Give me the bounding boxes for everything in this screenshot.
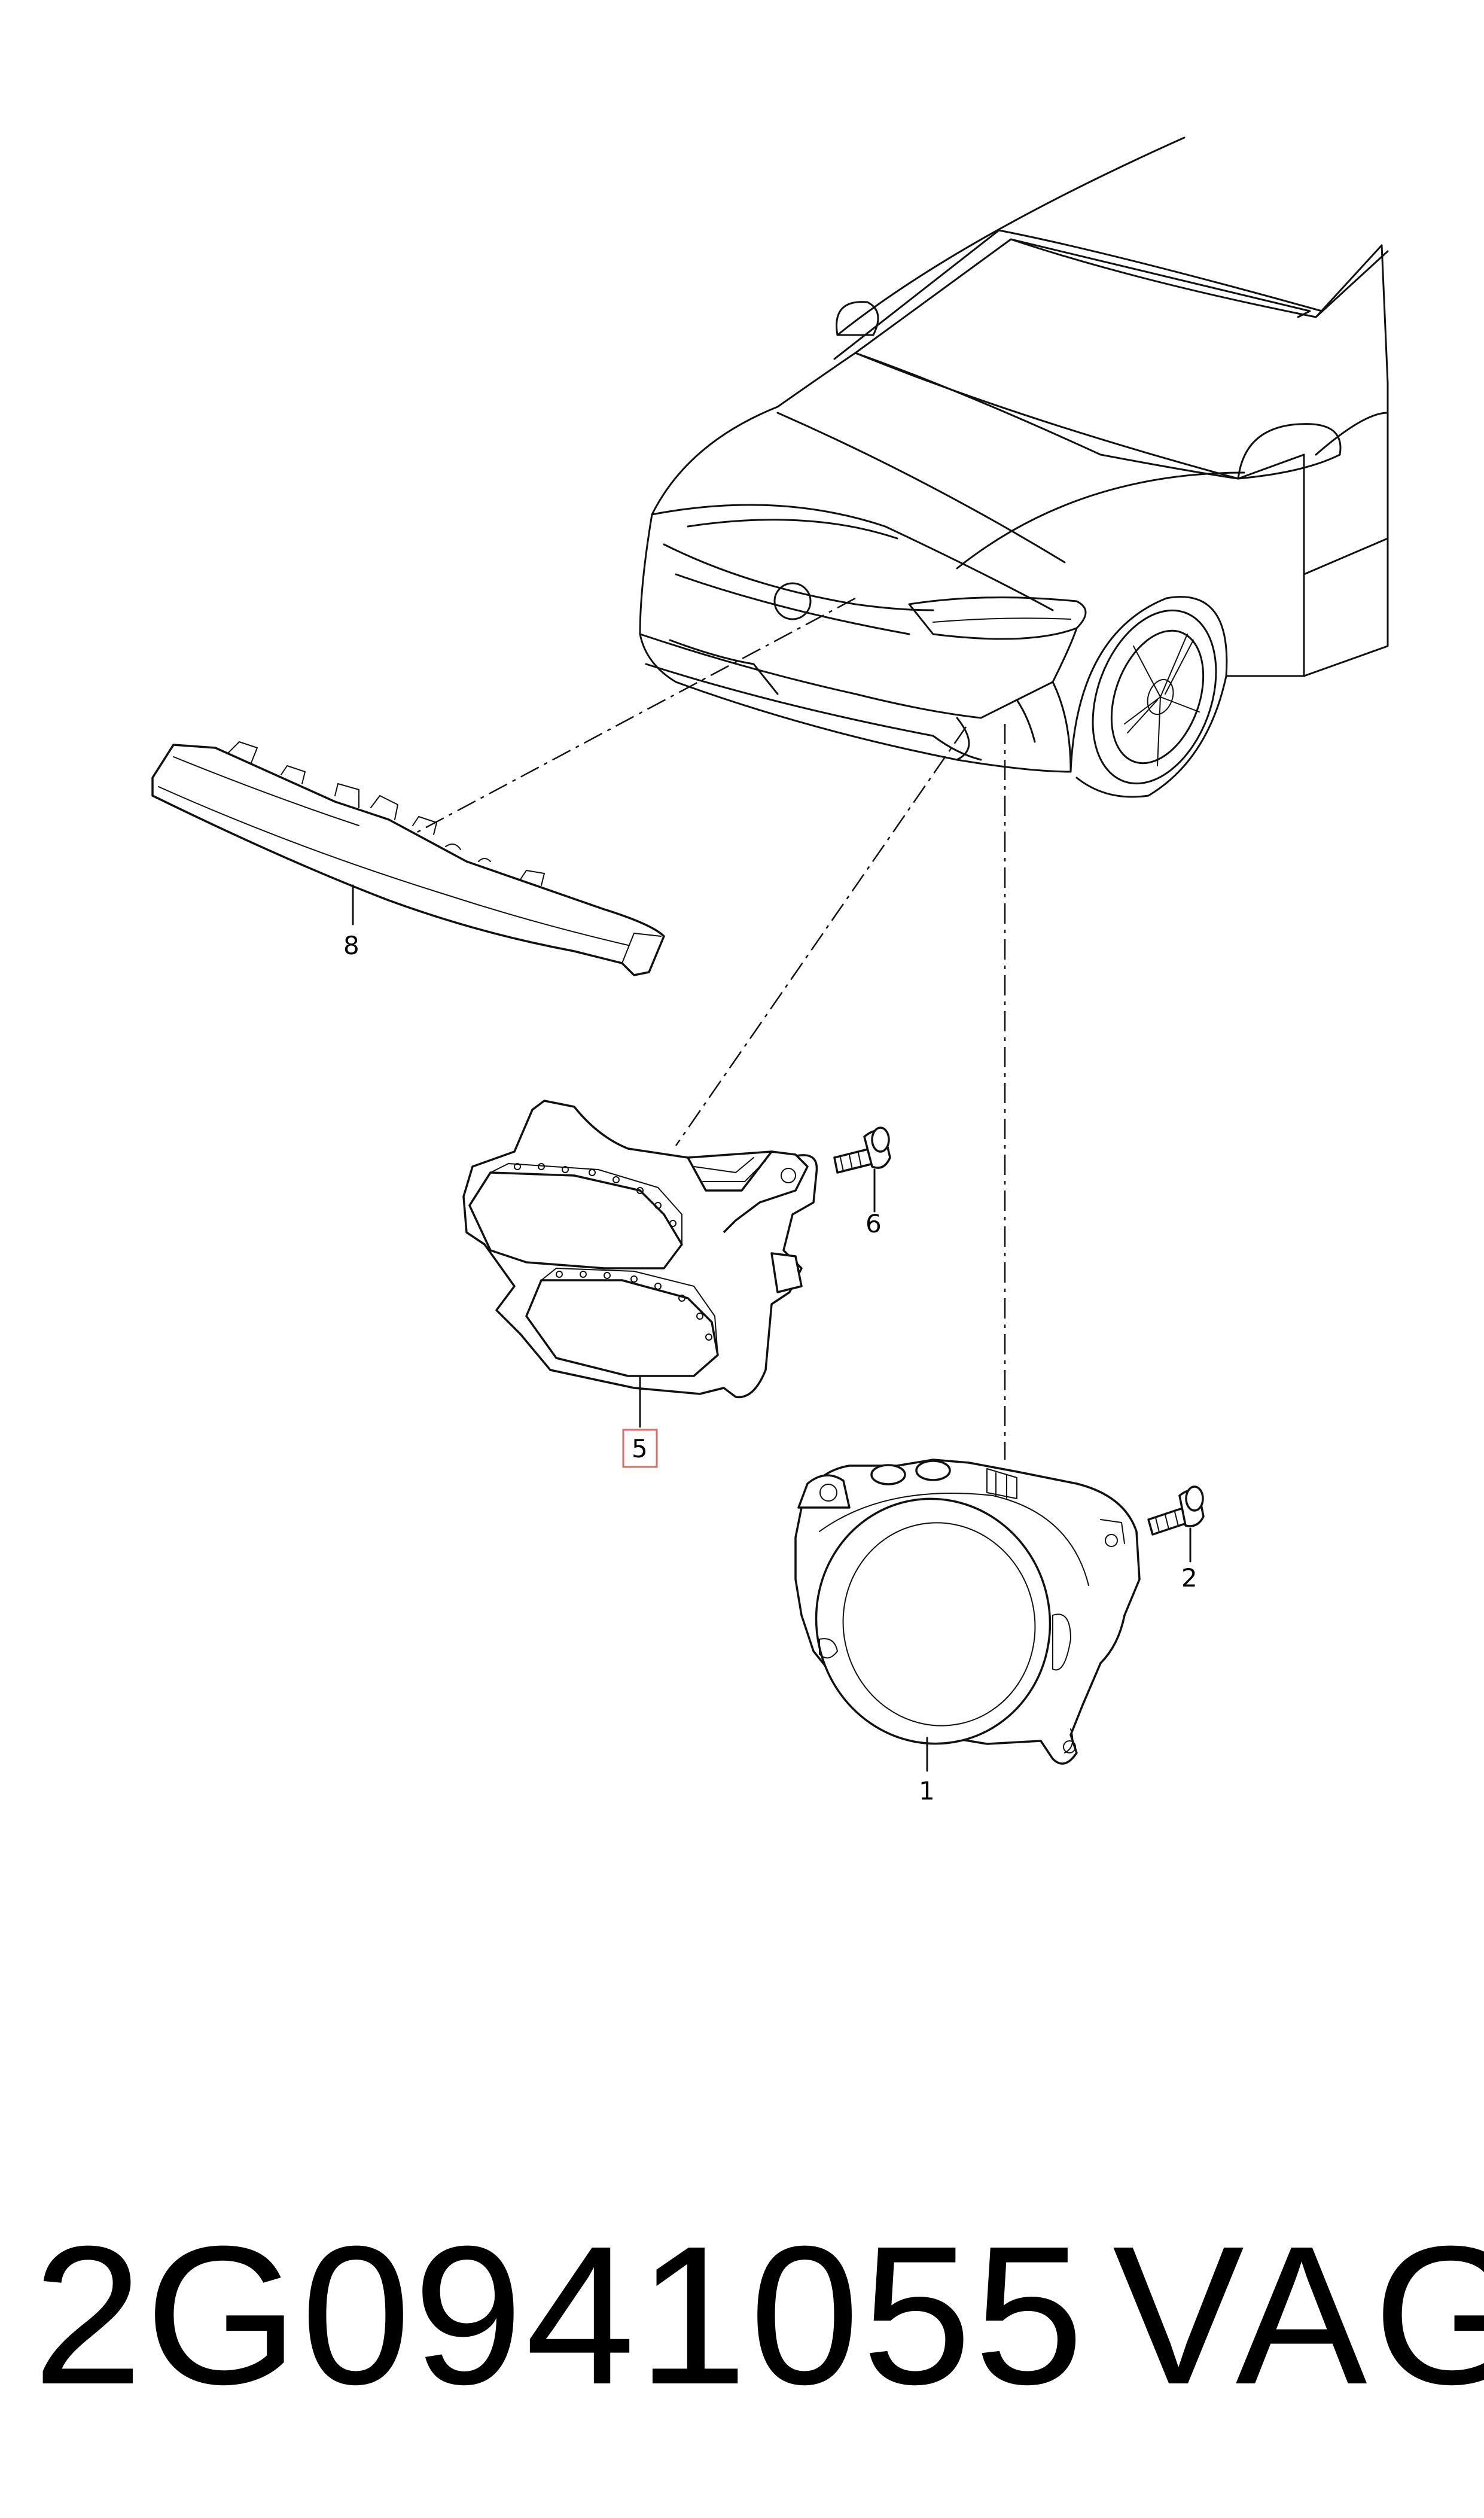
footer: 2G0941055 VAG (0, 2208, 1484, 2423)
brand-label: VAG (1113, 2205, 1484, 2425)
reference-lines (412, 597, 1006, 1460)
callout-5: 5 (632, 1434, 648, 1463)
part-8-grille-trim (151, 741, 665, 976)
part-6-screw (833, 1126, 891, 1213)
vehicle-outline (639, 136, 1389, 798)
part-number: 2G0941055 (33, 2205, 1086, 2425)
callout-6: 6 (866, 1209, 882, 1238)
callout-2: 2 (1181, 1563, 1197, 1593)
callout-8: 8 (343, 931, 359, 960)
part-2-screw (1147, 1485, 1205, 1563)
part-5-led-lamp (462, 1100, 818, 1428)
part-1-fog-lamp (794, 1459, 1141, 1772)
callout-1: 1 (919, 1776, 935, 1805)
callout-5-highlight (622, 1429, 658, 1468)
